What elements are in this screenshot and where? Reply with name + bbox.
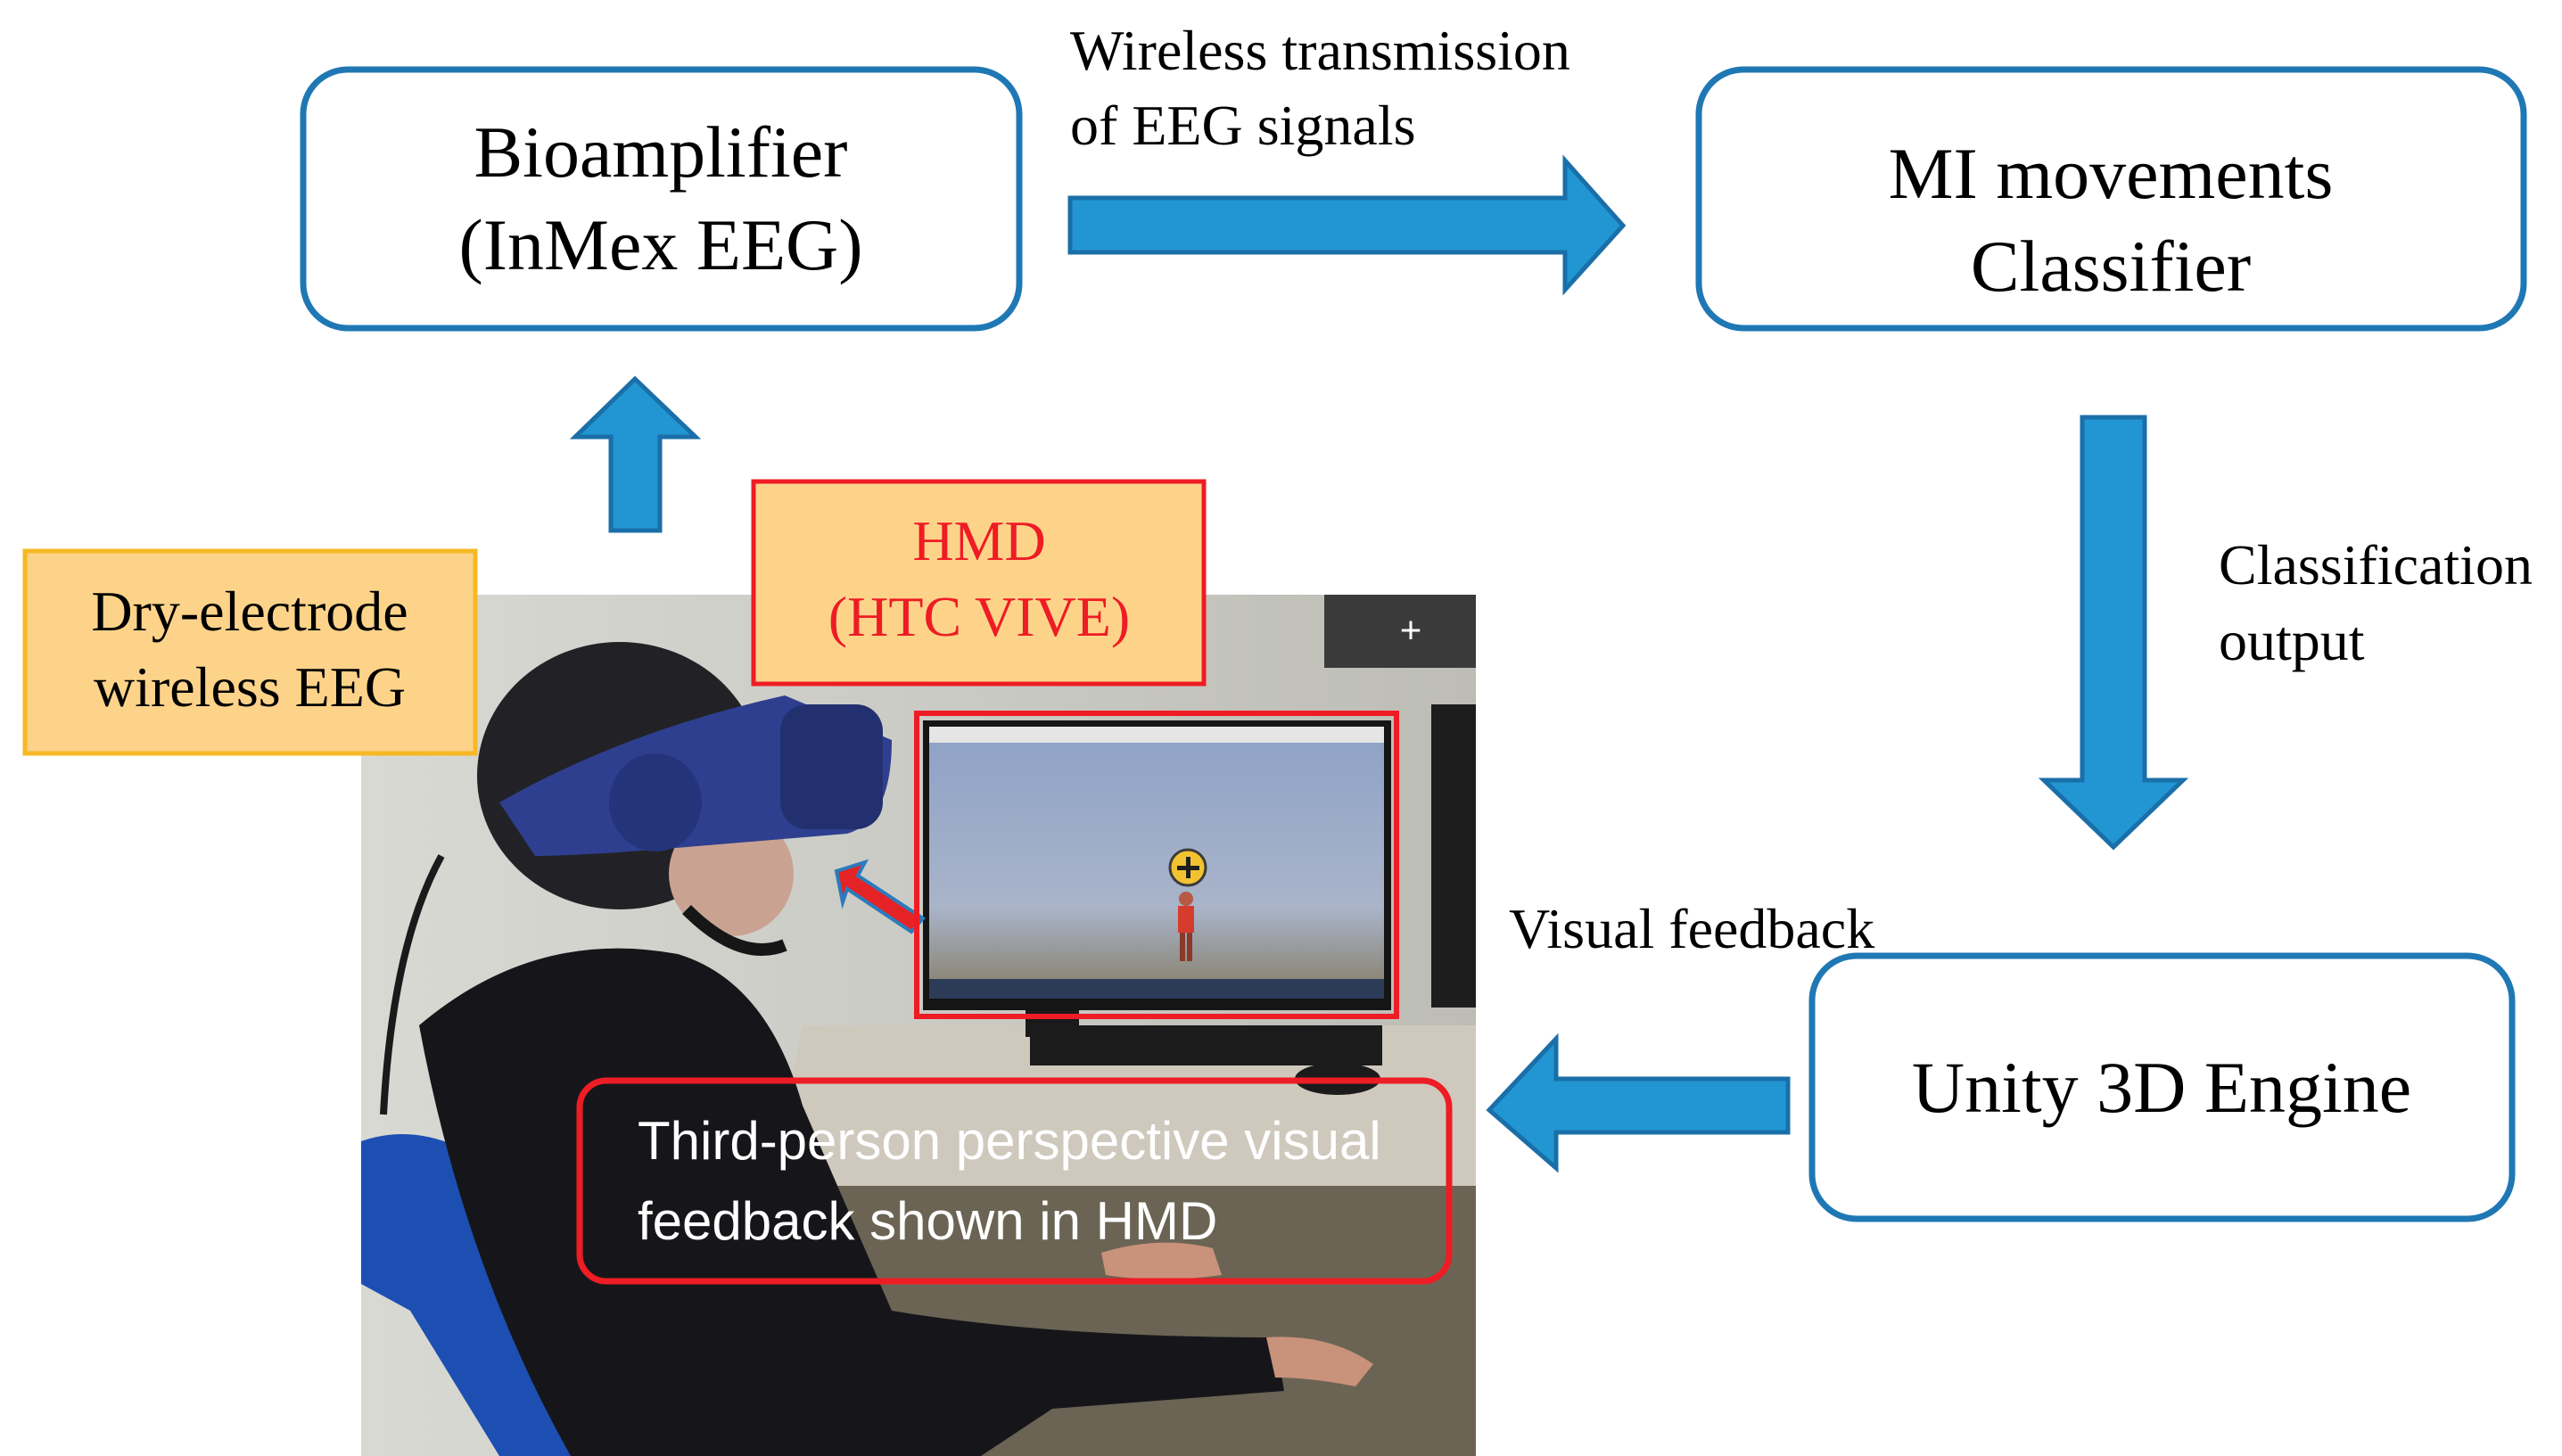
classifier-line1: MI movements [1889, 133, 2334, 214]
wall-poster [1324, 595, 1476, 668]
arrow-classifier-to-unity [2038, 415, 2189, 851]
arrow-unity-to-hmd [1486, 1032, 1791, 1173]
eeg-callout-line2: wireless EEG [94, 655, 406, 719]
node-classifier: MI movements Classifier [1695, 66, 2527, 332]
bioamplifier-line2: (InMex EEG) [458, 204, 862, 285]
arrow-eeg-to-bioamplifier [569, 375, 702, 533]
wireless-label-line2: of EEG signals [1070, 94, 1416, 157]
feedback-callout-line2: feedback shown in HMD [638, 1191, 1217, 1251]
hmd-headset [499, 695, 892, 856]
hmd-callout: HMD (HTC VIVE) [751, 479, 1207, 687]
arrow-bioamplifier-to-classifier [1067, 154, 1627, 296]
wireless-label-line1: Wireless transmission [1070, 19, 1570, 82]
fixation-cross-icon [1168, 848, 1207, 887]
svg-text:+: + [1400, 609, 1422, 651]
bioamplifier-line1: Bioamplifier [474, 111, 847, 193]
classification-label-line1: Classification [2219, 533, 2533, 596]
classification-label-line2: output [2219, 609, 2365, 672]
monitor [923, 720, 1391, 1095]
dry-electrode-eeg-callout: Dry-electrode wireless EEG [22, 548, 478, 756]
keyboard [1030, 1025, 1382, 1065]
hand [1266, 1337, 1373, 1386]
hand [1101, 1242, 1222, 1279]
avatar-figure [1178, 892, 1194, 961]
eeg-callout-line1: Dry-electrode [91, 580, 408, 643]
classifier-line2: Classifier [1971, 226, 2251, 307]
node-bioamplifier: Bioamplifier (InMex EEG) [300, 66, 1023, 332]
side-monitor [1431, 704, 1476, 1008]
monitor-highlight-box [914, 711, 1399, 1019]
hmd-callout-line1: HMD [912, 509, 1045, 572]
visual-feedback-label: Visual feedback [1509, 897, 1874, 960]
feedback-callout-line1: Third-person perspective visual [638, 1111, 1381, 1171]
unity-line1: Unity 3D Engine [1912, 1047, 2411, 1128]
person [419, 948, 1284, 1456]
feedback-highlight-box [576, 1077, 1453, 1285]
node-unity-engine: Unity 3D Engine [1808, 952, 2516, 1222]
hmd-callout-line2: (HTC VIVE) [828, 585, 1130, 648]
